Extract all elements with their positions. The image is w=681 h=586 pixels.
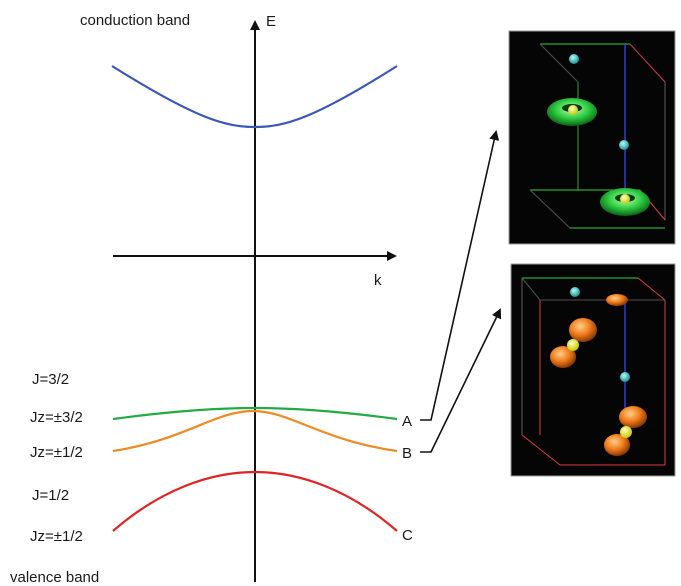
conduction-band-label: conduction band [80,12,190,29]
band-B-curve [112,409,398,453]
leader-B [420,308,502,453]
band-A-label: A [402,413,412,430]
j32-label: J=3/2 [32,371,69,388]
conduction-band-curve [111,65,398,129]
orbital-panel-A [508,30,676,245]
band-A-curve [112,406,398,421]
jz12-upper-label: Jz=±1/2 [30,444,83,461]
band-C-curve [112,470,398,532]
k-axis-label: k [374,272,382,289]
band-C-label: C [402,527,413,544]
j12-label: J=1/2 [32,487,69,504]
valence-band-label: valence band [10,569,99,586]
band-B-label: B [402,445,412,462]
orbital-panel-B [510,263,676,477]
jz32-label: Jz=±3/2 [30,409,83,426]
leader-A [420,130,500,421]
energy-axis-label: E [266,13,276,30]
jz12-lower-label: Jz=±1/2 [30,528,83,545]
